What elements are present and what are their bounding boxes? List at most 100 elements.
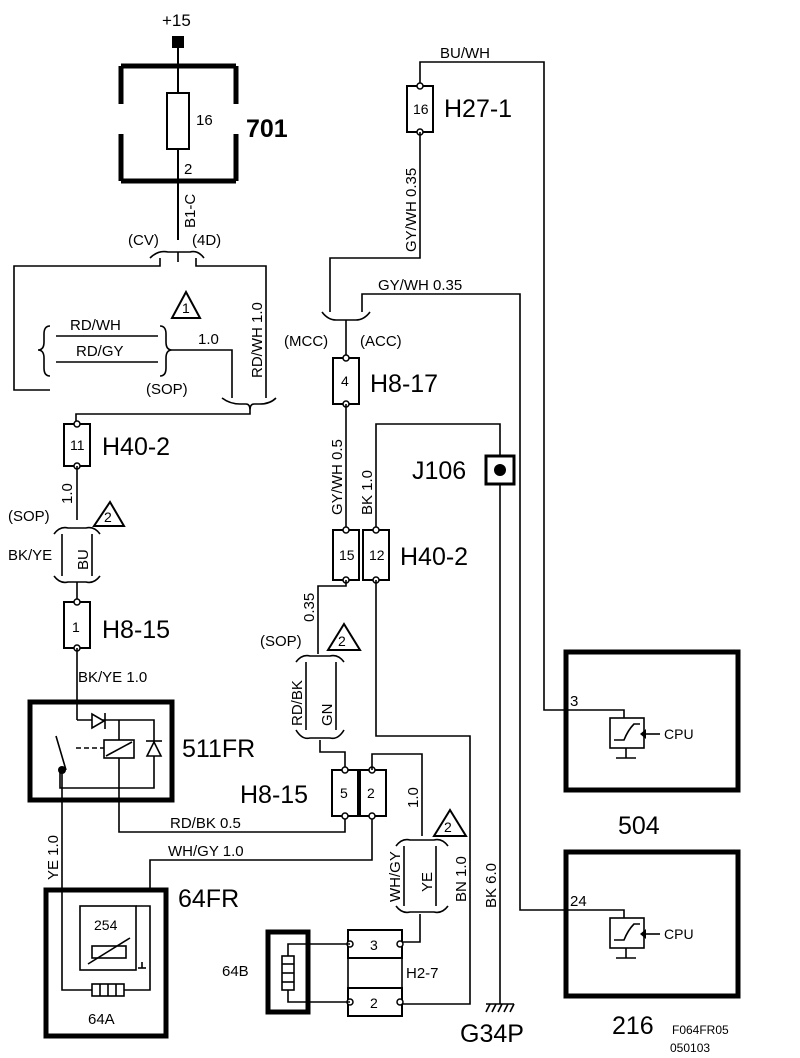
sop3-brace-bottom [295, 729, 345, 740]
option-acc: (ACC) [360, 333, 402, 350]
wire-rdbk-05 [118, 788, 346, 833]
h8-15-top-pin: 1 [72, 619, 80, 635]
module-64fr [43, 887, 169, 1039]
ground-name: G34P [460, 1020, 524, 1048]
wire-label-bk-10: BK 1.0 [359, 470, 376, 515]
diagram-code: F064FR05 [672, 1023, 729, 1037]
wire-v035 [317, 580, 347, 654]
wire-label-ye: YE [419, 872, 436, 892]
h2-7-name: H2-7 [406, 965, 439, 982]
wire-label-bu: BU [75, 549, 92, 570]
wire-label-rdbk-05: RD/BK 0.5 [170, 815, 241, 832]
wire-label-v035: 0.35 [301, 593, 318, 622]
wire-bn-10 [375, 580, 471, 1005]
wire-label-v10c: 1.0 [405, 787, 422, 808]
wire-label-bkye: BK/YE [8, 547, 52, 564]
h8-15-top-name: H8-15 [102, 616, 170, 644]
wire-label-rdwh-10: RD/WH 1.0 [249, 302, 266, 378]
connector-h8-15-pin-5 [331, 769, 359, 817]
note-triangle-2b [326, 622, 362, 651]
h8-17-pin: 4 [341, 373, 349, 389]
wire-rdwh-10 [195, 258, 267, 398]
h40-2-right-name: H40-2 [400, 543, 468, 571]
wire-label-bk-60: BK 6.0 [483, 863, 500, 908]
h2-7-pin-a: 3 [370, 937, 378, 953]
heater-64a-name: 64A [88, 1011, 115, 1028]
ecu-504-cpu: CPU [664, 726, 694, 742]
h8-15-bottom-pin-a: 5 [340, 785, 348, 801]
ground-icon [485, 1003, 515, 1013]
wire-label-bn-10: BN 1.0 [453, 856, 470, 902]
h40-2-right-pin-b: 12 [369, 547, 385, 563]
sop1-brace-left [37, 325, 51, 377]
sop2-brace [53, 526, 101, 535]
relay-contact-switch [55, 735, 67, 771]
ecu-504 [563, 649, 741, 793]
relay-511fr [27, 699, 175, 803]
splice-name: J106 [412, 457, 466, 485]
option-brace-cv-4d [149, 250, 205, 259]
note-2b-number: 2 [338, 633, 346, 649]
module-64fr-name: 64FR [178, 885, 239, 913]
h8-15-bottom-pin-b: 2 [367, 785, 375, 801]
option-4d: (4D) [192, 232, 221, 249]
sop2-label: (SOP) [8, 508, 50, 525]
wire-gywh-035-vert [329, 132, 421, 312]
note-1-number: 1 [182, 300, 190, 316]
h8-15-bottom-name: H8-15 [240, 781, 308, 809]
fuse-16 [166, 92, 190, 150]
h27-pin: 16 [413, 101, 429, 117]
note-triangle-2c [432, 808, 468, 837]
ecu-504-name: 504 [618, 812, 660, 840]
sop3-brace [295, 654, 345, 663]
sop1-label: (SOP) [146, 381, 188, 398]
fuse-number: 16 [196, 112, 213, 129]
h40-2-left-pin: 11 [70, 437, 85, 453]
heater-64b-box [265, 929, 311, 1015]
ecu-216-cpu: CPU [664, 926, 694, 942]
module-64fr-pin: 254 [94, 917, 118, 933]
wire-label-rdgy: RD/GY [76, 343, 124, 360]
wire-v10a [172, 349, 233, 398]
h8-17-name: H8-17 [370, 370, 438, 398]
fuse-box-name: 701 [246, 115, 288, 143]
wire-label-gn: GN [319, 704, 336, 727]
wire-label-gywh-05: GY/WH 0.5 [329, 439, 346, 515]
wire-to-h40-2-11 [75, 410, 251, 424]
wire-label-v10a: 1.0 [198, 331, 219, 348]
wire-label-gywh-035-vert: GY/WH 0.35 [403, 168, 420, 252]
supply-label: +15 [162, 11, 191, 30]
diagram-date: 050103 [670, 1041, 710, 1055]
wire-label-b1c: B1-C [182, 194, 199, 228]
wire-left-loop [13, 258, 161, 391]
wire-whgy-10 [149, 818, 373, 890]
sop1-brace-right [159, 325, 173, 377]
wire-label-bu-wh: BU/WH [440, 45, 490, 62]
wire-bu-wh [419, 61, 566, 711]
wire-label-whgy: WH/GY [387, 851, 404, 902]
relay-name: 511FR [182, 735, 255, 763]
ecu-504-pin: 3 [570, 693, 578, 710]
option-cv: (CV) [128, 232, 159, 249]
h40-2-left-name: H40-2 [102, 433, 170, 461]
note-2c-number: 2 [444, 819, 452, 835]
ecu-216 [563, 849, 741, 999]
connector-h8-15-pin-1 [63, 601, 91, 649]
wire-label-rdbk: RD/BK [289, 680, 306, 726]
sop3-label: (SOP) [260, 633, 302, 650]
note-triangle-1 [170, 289, 202, 319]
option-brace-mcc-acc [321, 311, 371, 321]
option-mcc: (MCC) [284, 333, 328, 350]
h2-7-pin-b: 2 [370, 995, 378, 1011]
h27-name: H27-1 [444, 95, 512, 123]
whgy-ye-brace [395, 838, 449, 847]
connector-h8-17-pin-4 [332, 357, 360, 405]
fuse-box-701 [117, 63, 240, 184]
note-triangle-2a [92, 500, 126, 527]
wire-label-rdwh: RD/WH [70, 317, 121, 334]
heater-64b-name: 64B [222, 963, 249, 980]
h40-2-right-pin-a: 15 [339, 547, 355, 563]
relay-internals [55, 712, 163, 789]
diode-icon [91, 712, 106, 730]
wire-label-bkye-10: BK/YE 1.0 [78, 669, 147, 686]
